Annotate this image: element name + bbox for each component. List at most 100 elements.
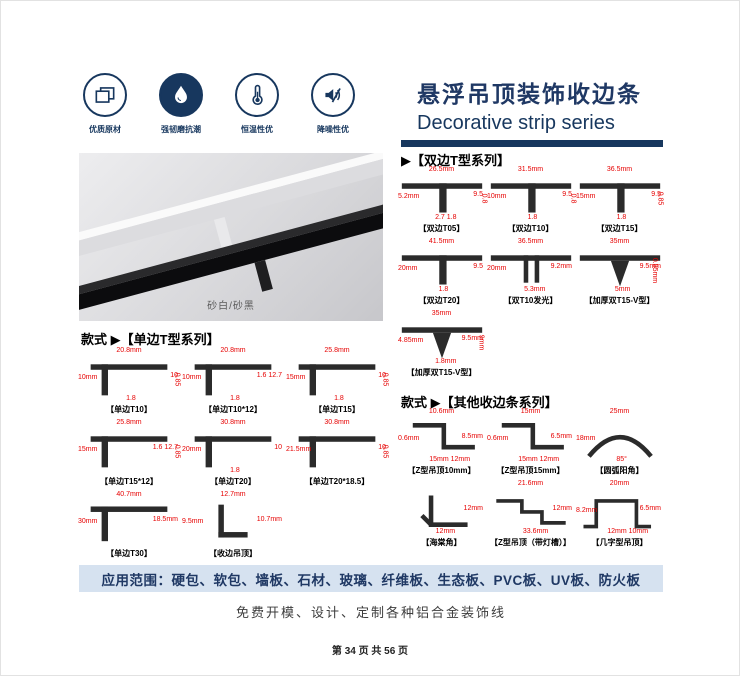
feature-noise: 降噪性优 <box>303 73 363 135</box>
dimension-label: 31.5mm <box>517 166 544 173</box>
feature-label: 强韧磨抗潮 <box>161 125 201 134</box>
dimension-label: 9.5mm <box>461 335 483 342</box>
application-range-banner: 应用范围：硬包、软包、墙板、石材、玻璃、纤维板、生态板、PVC板、UV板、防火板 <box>79 565 663 592</box>
dimension-label: 35mm <box>431 310 452 317</box>
dimension-label: 0.85 <box>381 444 389 459</box>
dimension-label: 25.8mm <box>116 419 142 426</box>
section-heading-title: 【单边T型系列】 <box>120 332 220 347</box>
dimension-label: 4.85mm <box>398 337 424 344</box>
dimension-label: 8.2mm <box>576 507 598 514</box>
page-title: 悬浮吊顶装饰收边条 <box>417 81 642 107</box>
haitang-profile-icon <box>419 495 468 527</box>
dimension-label: 1.8 <box>230 467 240 474</box>
dimension-label: 9.5 <box>473 191 483 198</box>
dimension-label: 20.8mm <box>116 347 142 354</box>
profile-label: 【双边T15】 <box>596 224 643 233</box>
feature-label: 恒温性优 <box>241 125 273 134</box>
profile-label: 【单边T10】 <box>106 405 152 414</box>
feature-label: 降噪性优 <box>317 125 349 134</box>
dimension-label: 25.8mm <box>324 347 350 354</box>
dimension-label: 40.7mm <box>116 491 142 498</box>
material-icon <box>95 87 115 103</box>
dimension-label: 12.7mm <box>220 491 246 498</box>
dimension-label: 1.8 <box>230 395 240 402</box>
tee-light-profile-icon <box>490 255 571 283</box>
feature-icon-row: 优质原材 强韧磨抗潮 恒温性优 <box>75 73 363 135</box>
section-heading-title: 【其他收边条系列】 <box>440 395 558 410</box>
tee-left-profile-icon <box>90 436 168 468</box>
water-drop-icon <box>175 85 187 104</box>
dimension-label: 9.5mm <box>182 518 204 525</box>
dimension-label: 1.8 <box>438 286 449 293</box>
section-heading-other: 款式 ▶【其他收边条系列】 <box>401 392 558 411</box>
application-range-label: 应用范围： <box>101 572 172 588</box>
dimension-label: 5.3mm <box>524 286 546 293</box>
jizi-profile-icon <box>582 499 651 529</box>
tee-center-profile-icon <box>401 183 482 213</box>
dimension-label: 15mm 12mm <box>429 456 471 463</box>
dimension-label: 15mm <box>576 193 596 200</box>
dimension-label: 21.5mm <box>286 446 312 453</box>
dimension-label: 2.7 1.8 <box>435 214 457 221</box>
dimension-label: 6.5mm <box>639 505 661 512</box>
dimension-label: 0.85mm <box>650 257 658 284</box>
dimension-label: 30.8mm <box>324 419 350 426</box>
dimension-label: 9.5 <box>473 263 483 270</box>
dimension-label: 35mm <box>609 238 630 245</box>
aluminum-profiles-image <box>79 153 383 315</box>
z-light-profile-icon <box>495 499 566 525</box>
feature-material: 优质原材 <box>75 73 135 135</box>
product-photo: 砂白/砂黑 <box>79 153 383 321</box>
profile-label: 【单边T30】 <box>106 549 152 558</box>
dimension-label: 36.5mm <box>606 166 633 173</box>
tee-center-profile-icon <box>579 183 660 213</box>
dimension-label: 20mm <box>398 265 418 272</box>
dimension-label: 1.6 12.7 <box>256 372 282 379</box>
dimension-label: 5mm <box>614 286 631 293</box>
dimension-label: 0.85 <box>656 191 664 206</box>
profile-label: 【加厚双T15-V型】 <box>584 296 655 305</box>
profile-label: 【加厚双T15-V型】 <box>406 368 477 377</box>
dimension-label: 85° <box>616 456 627 463</box>
profile-label: 【单边T15*12】 <box>100 477 158 486</box>
dimension-label: 10 <box>378 444 386 451</box>
dimension-label: 9.5mm <box>639 263 661 270</box>
tee-center-profile-icon <box>401 255 482 285</box>
page-title-block: 悬浮吊顶装饰收边条 Decorative strip series <box>417 75 665 135</box>
dimension-label: 12mm <box>463 505 483 512</box>
tee-center-profile-icon <box>490 183 571 213</box>
noise-reduction-icon-circle <box>311 73 355 117</box>
dimension-label: 0.6mm <box>398 435 420 442</box>
dimension-label: 25mm <box>609 408 630 415</box>
dimension-label: 10 <box>378 372 386 379</box>
dimension-label: 6.5mm <box>550 433 572 440</box>
dimension-label: 1.8 <box>616 214 627 221</box>
title-underline-bar <box>401 140 663 147</box>
profile-label: 【单边T20】 <box>210 477 256 486</box>
z-shape-profile-icon <box>412 423 475 450</box>
dimension-label: 36.5mm <box>517 238 544 245</box>
dimension-label: 10.6mm <box>428 408 455 415</box>
section-heading-prefix: 款式 ▶ <box>81 332 121 347</box>
tee-left-profile-icon <box>194 364 272 396</box>
